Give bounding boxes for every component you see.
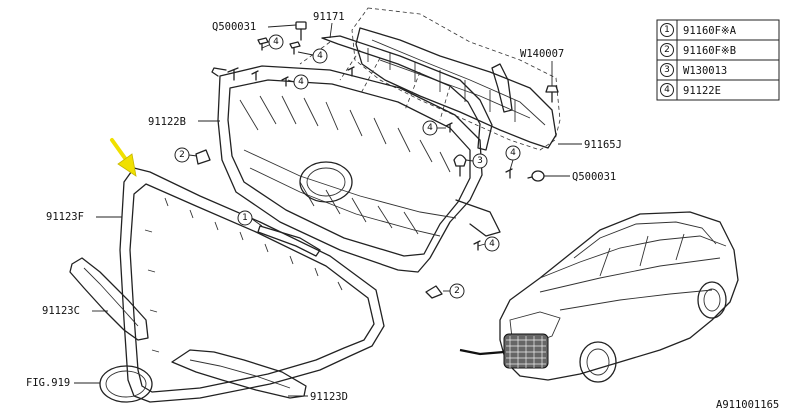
- legend-row-3: 3 W130013: [660, 63, 727, 77]
- callout-4f-circle: [484, 236, 500, 252]
- clip-q500031-top: [295, 21, 307, 41]
- fasteners: [195, 21, 559, 299]
- callout-4d: 4: [427, 123, 433, 133]
- callout-1-circle: [237, 210, 253, 226]
- callout-4b: 4: [317, 51, 323, 61]
- lower-left-trim-drawing: [69, 257, 149, 341]
- grille-frame-drawing: [119, 167, 385, 403]
- label-q500031-top: Q500031: [212, 21, 256, 33]
- callout-4f: 4: [489, 239, 495, 249]
- yellow-arrow-icon: [110, 138, 137, 177]
- callout-2a-circle: [174, 147, 190, 163]
- callout-4c: 4: [298, 77, 304, 87]
- legend-key-4: 4: [664, 85, 670, 95]
- label-91123f: 91123F: [46, 211, 84, 223]
- label-91165j: 91165J: [584, 139, 622, 151]
- figure-id: A911001165: [716, 399, 779, 411]
- car-illustration: [459, 211, 739, 383]
- label-91123d: 91123D: [310, 391, 348, 403]
- label-91171: 91171: [313, 11, 345, 23]
- upper-bracket-drawing: [351, 7, 561, 151]
- callout-2b: 2: [454, 286, 460, 296]
- legend-key-1: 1: [664, 25, 670, 35]
- callout-4c-circle: [293, 74, 309, 90]
- callout-4b-circle: [312, 48, 328, 64]
- callout-4a: 4: [273, 37, 279, 47]
- parts-legend: 1 91160F※A 2 91160F※B 3 W130013 4 91122E: [656, 19, 780, 101]
- lower-right-trim-drawing: [171, 349, 307, 399]
- callout-4e: 4: [510, 148, 516, 158]
- callout-2b-circle: [449, 283, 465, 299]
- label-91123c: 91123C: [42, 305, 80, 317]
- label-91122b: 91122B: [148, 116, 186, 128]
- legend-row-4: 4 91122E: [660, 83, 721, 97]
- callout-3-circle: [472, 153, 488, 169]
- callout-1: 1: [242, 213, 248, 223]
- clip-w140007: [545, 85, 559, 103]
- bolt-q500031-right: [527, 170, 545, 182]
- legend-row-2: 2 91160F※B: [660, 43, 736, 57]
- label-w140007: W140007: [520, 48, 564, 60]
- label-fig919: FIG.919: [26, 377, 70, 389]
- callouts: 4 4 4 4 4 4 2 2 1 3: [174, 34, 521, 299]
- legend-row-1: 1 91160F※A: [660, 23, 737, 37]
- legend-part-2: 91160F※B: [683, 45, 736, 57]
- legend-key-2: 2: [664, 45, 670, 55]
- legend-part-1: 91160F※A: [683, 25, 737, 37]
- callout-4d-circle: [422, 120, 438, 136]
- clip-w130013: [453, 154, 467, 177]
- label-q500031-right: Q500031: [572, 171, 616, 183]
- emblem-drawing: [99, 365, 153, 403]
- callout-3: 3: [477, 156, 483, 166]
- main-grille-drawing: [211, 65, 501, 273]
- legend-part-3: W130013: [683, 65, 727, 77]
- legend-part-4: 91122E: [683, 85, 721, 97]
- callout-4a-circle: [268, 34, 284, 50]
- callout-2a: 2: [179, 150, 185, 160]
- callout-4e-circle: [505, 145, 521, 161]
- upper-rail-drawing: [299, 35, 493, 151]
- part-labels: Q500031 91171 W140007 91122B 91165J Q500…: [26, 11, 622, 403]
- legend-key-3: 3: [664, 65, 670, 75]
